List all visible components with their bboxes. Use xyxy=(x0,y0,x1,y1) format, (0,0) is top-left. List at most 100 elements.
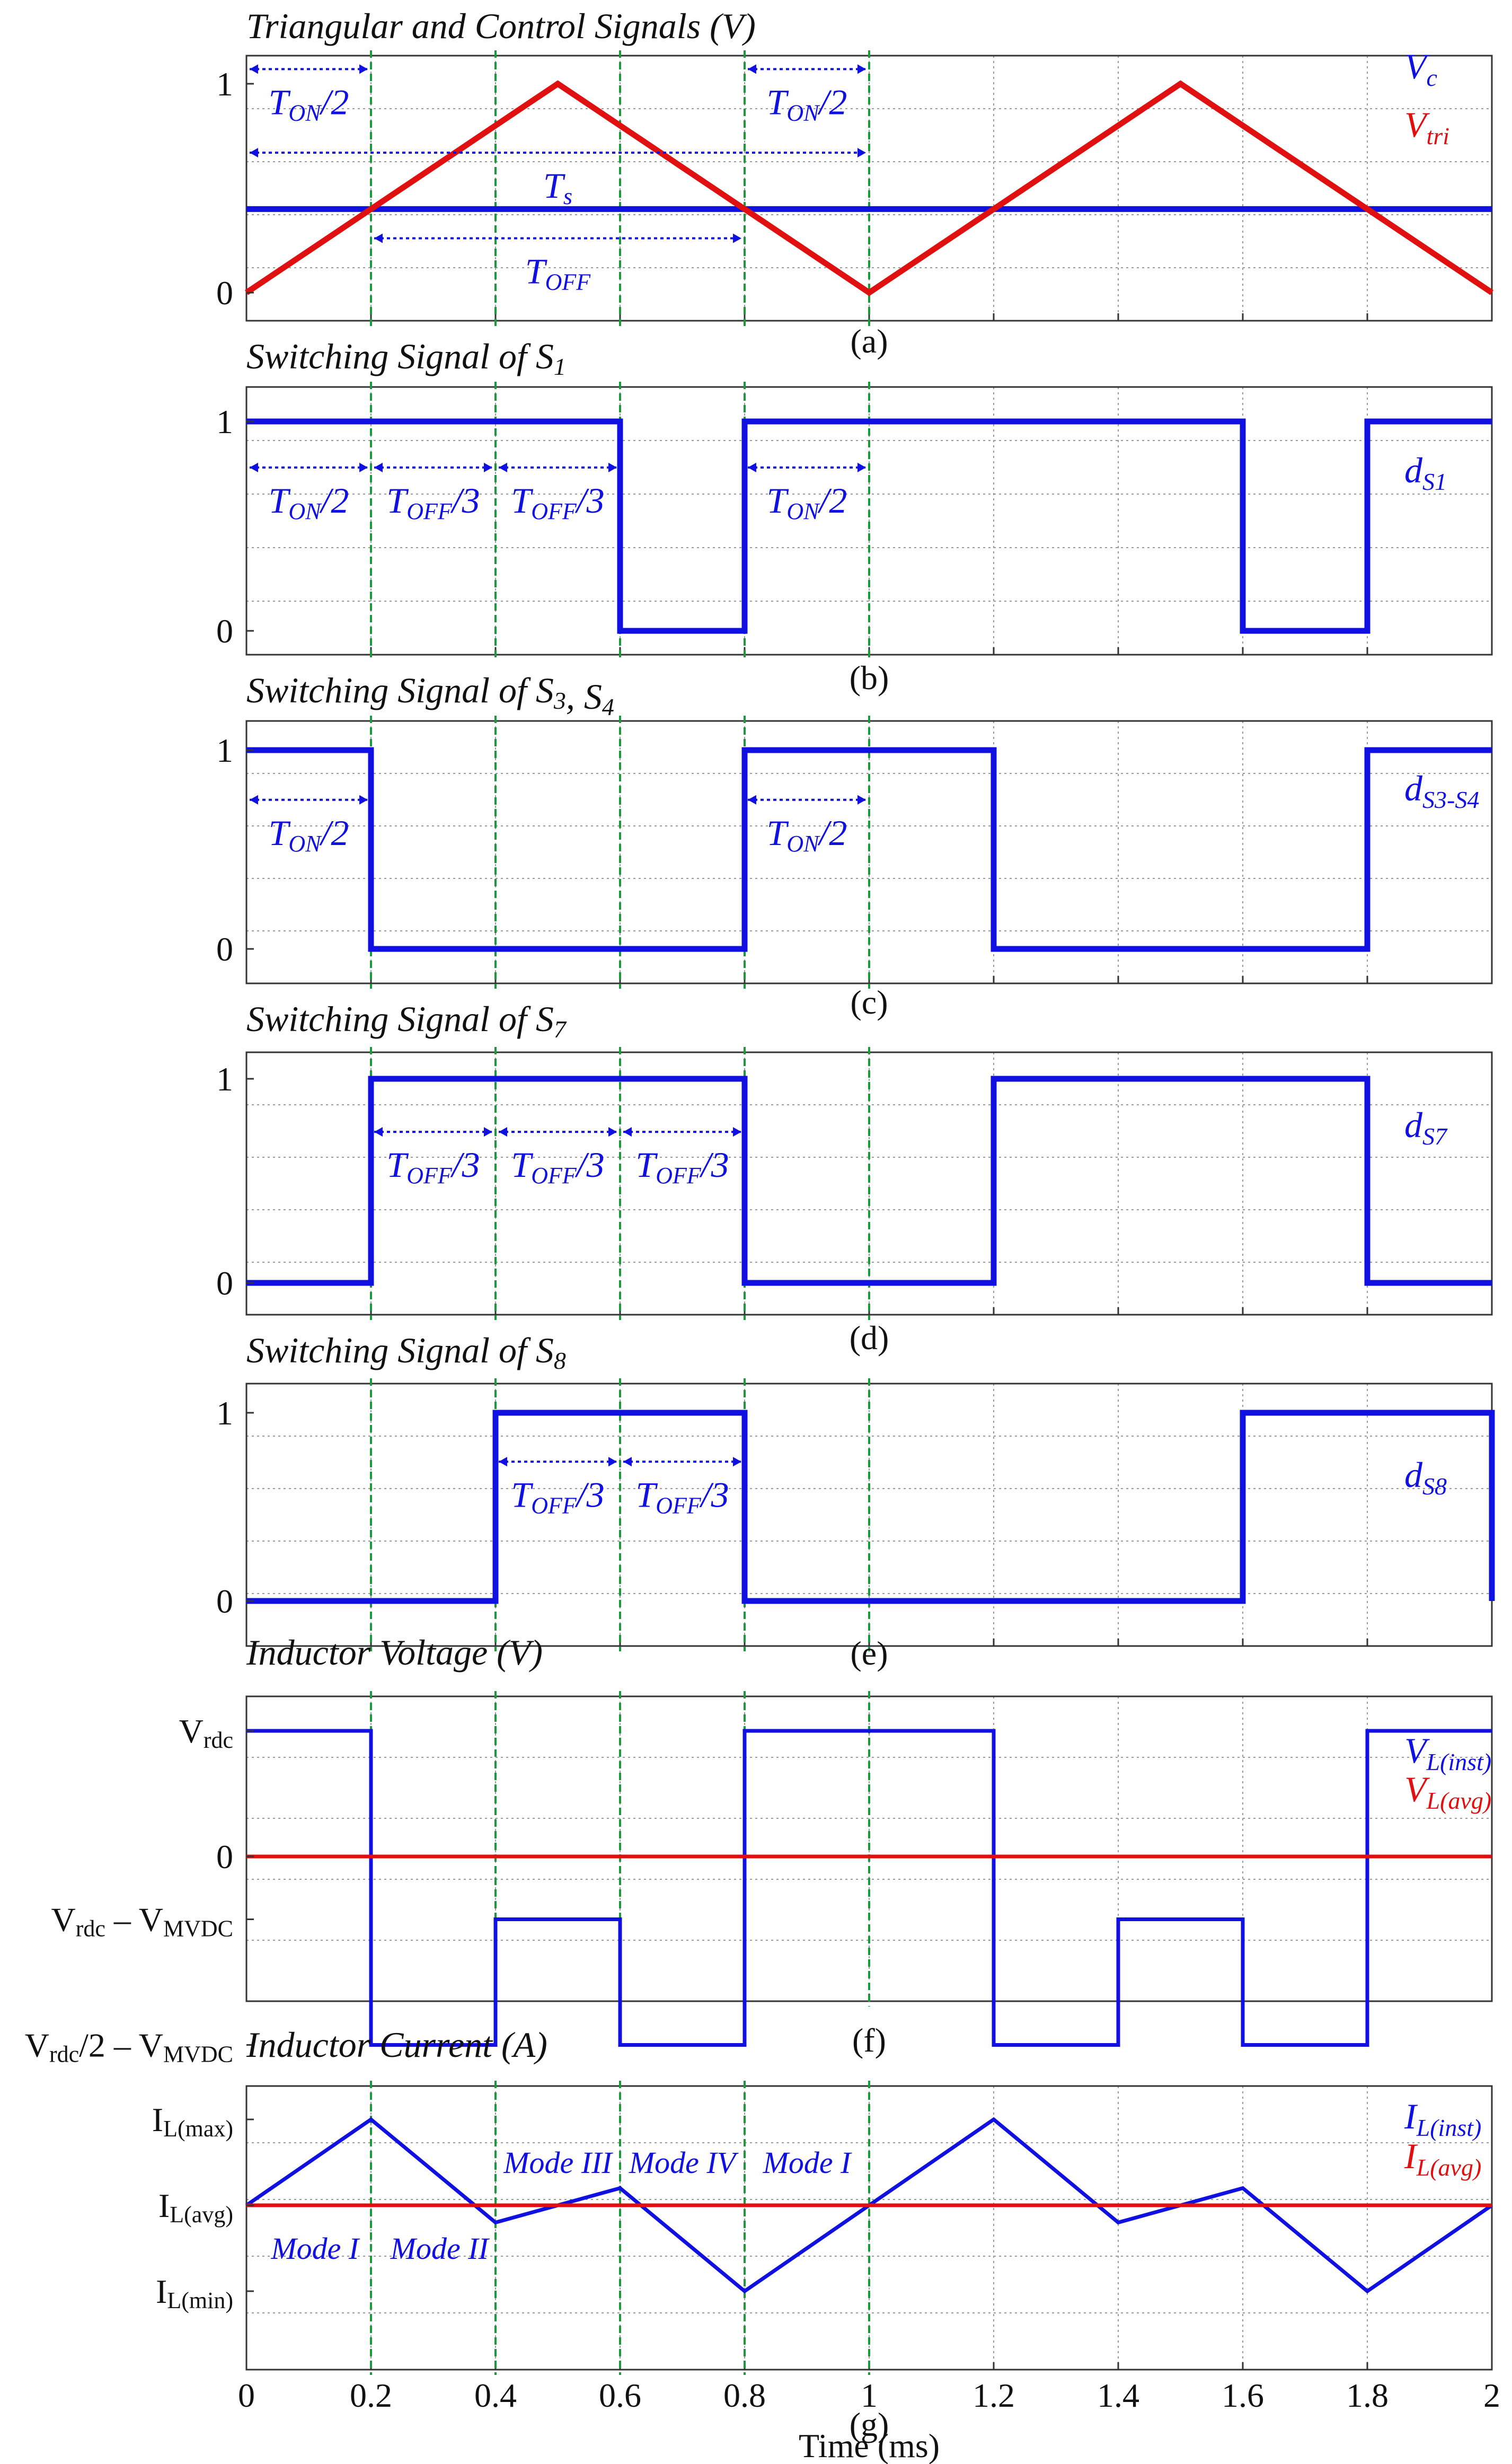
arrow-head xyxy=(250,64,258,74)
mode-label: Mode I xyxy=(763,2145,853,2180)
series-line-d_S1 xyxy=(246,418,1492,634)
panel-c: 0 1 Switching Signal of S3, S4 (c) dS3-S4TON… xyxy=(216,670,1493,1021)
mode-label: Mode I xyxy=(270,2231,360,2266)
interval-label: TOFF/3 xyxy=(386,480,480,524)
arrow-head xyxy=(733,233,741,243)
panel-caption: (g) xyxy=(850,2406,889,2443)
legend-entry: VL(avg) xyxy=(1404,1769,1491,1814)
interval-label: TOFF/3 xyxy=(386,1145,480,1189)
arrow-head xyxy=(608,1127,617,1137)
interval-label: TON/2 xyxy=(767,813,847,857)
y-tick-label: 1 xyxy=(216,732,233,769)
arrow-head xyxy=(374,1127,383,1137)
interval-label: TON/2 xyxy=(269,480,349,524)
arrow-head xyxy=(374,233,383,243)
panel-title: Switching Signal of S7 xyxy=(246,999,567,1043)
panel-title: Inductor Voltage (V) xyxy=(246,1632,543,1673)
y-tick-label: 1 xyxy=(216,1394,233,1432)
arrow-head xyxy=(374,462,383,472)
interval-label: TOFF/3 xyxy=(511,480,604,524)
interval-label: TOFF/3 xyxy=(635,1145,729,1189)
arrow-head xyxy=(250,148,258,158)
arrow-head xyxy=(733,1457,741,1467)
y-tick-label: 1 xyxy=(216,65,233,103)
x-axis-label: Time (ms) xyxy=(799,2427,940,2464)
arrow-head xyxy=(623,1457,632,1467)
y-tick-label: Vrdc/2 – VMVDC xyxy=(25,2027,233,2067)
panel-title: Switching Signal of S3, S4 xyxy=(246,670,614,720)
arrow-head xyxy=(748,462,756,472)
arrow-head xyxy=(484,462,492,472)
y-tick-label: 0 xyxy=(216,1582,233,1620)
x-tick-label: 1.2 xyxy=(972,2377,1015,2414)
y-tick-label: 0 xyxy=(216,612,233,650)
arrow-head xyxy=(499,1127,507,1137)
arrow-head xyxy=(857,148,866,158)
interval-label: TOFF/3 xyxy=(511,1145,604,1189)
x-tick-label: 2 xyxy=(1483,2377,1500,2414)
y-tick-label: 1 xyxy=(216,1060,233,1098)
arrow-head xyxy=(857,462,866,472)
y-tick-label: IL(avg) xyxy=(158,2187,233,2228)
y-tick-label: Vrdc xyxy=(179,1712,233,1753)
interval-label: TON/2 xyxy=(269,813,349,857)
arrow-head xyxy=(608,1457,617,1467)
panel-caption: (a) xyxy=(850,322,888,360)
panel-e: 0 1 Switching Signal of S8 (e) dS8 TOFF/3 TOFF… xyxy=(216,1330,1495,1672)
arrow-head xyxy=(359,795,368,805)
x-tick-label: 0.8 xyxy=(723,2377,766,2414)
series-line-d_S8 xyxy=(246,1410,1495,1604)
legend-entry: IL(inst) xyxy=(1404,2096,1481,2141)
y-tick-label: 0 xyxy=(216,274,233,312)
x-tick-label: 0 xyxy=(238,2377,255,2414)
y-tick-label: 0 xyxy=(216,930,233,968)
legend-entry: dS8 xyxy=(1404,1455,1447,1500)
x-tick-label: 1 xyxy=(861,2377,878,2414)
mode-label: Mode IV xyxy=(629,2145,739,2180)
y-tick-label: 0 xyxy=(216,1838,233,1876)
y-tick-label: 1 xyxy=(216,403,233,441)
panel-title: Switching Signal of S1 xyxy=(246,336,566,380)
interval-label: TON/2 xyxy=(269,82,349,126)
interval-label: TON/2 xyxy=(767,82,847,126)
legend-entry: Vc xyxy=(1404,46,1437,91)
legend-entry: VL(inst) xyxy=(1404,1730,1491,1775)
interval-label: TOFF/3 xyxy=(511,1474,604,1518)
arrow-head xyxy=(359,64,368,74)
arrow-head xyxy=(250,462,258,472)
arrow-head xyxy=(857,64,866,74)
arrow-head xyxy=(857,795,866,805)
panel-caption: (e) xyxy=(850,1634,888,1672)
y-tick-label: IL(min) xyxy=(156,2273,233,2313)
panel-caption: (f) xyxy=(852,2021,886,2059)
x-tick-label: 0.2 xyxy=(350,2377,392,2414)
arrow-head xyxy=(499,462,507,472)
panel-title: Switching Signal of S8 xyxy=(246,1330,566,1374)
legend-entry: dS1 xyxy=(1404,450,1447,495)
x-tick-label: 1.8 xyxy=(1346,2377,1389,2414)
series-line-d_S3-S4 xyxy=(246,747,1492,952)
y-tick-label: IL(max) xyxy=(152,2101,233,2142)
legend-entry: IL(avg) xyxy=(1404,2136,1481,2181)
x-tick-label: 1.4 xyxy=(1097,2377,1139,2414)
arrow-head xyxy=(359,462,368,472)
interval-label: TOFF/3 xyxy=(635,1474,729,1518)
arrow-head xyxy=(608,462,617,472)
series-line-V_L(inst) xyxy=(246,1729,1492,2047)
x-tick-label: 1.6 xyxy=(1222,2377,1264,2414)
legend-entry: dS3-S4 xyxy=(1404,768,1479,813)
series-line-d_S7 xyxy=(246,1076,1492,1286)
panel-title: Inductor Current (A) xyxy=(246,2025,547,2065)
x-tick-label: 0.4 xyxy=(474,2377,517,2414)
legend-entry: dS7 xyxy=(1404,1105,1448,1150)
arrow-head xyxy=(748,64,756,74)
panel-caption: (d) xyxy=(850,1319,889,1357)
arrow-head xyxy=(733,1127,741,1137)
interval-label: Ts xyxy=(543,165,572,209)
y-tick-label: Vrdc – VMVDC xyxy=(51,1901,234,1942)
panel-caption: (c) xyxy=(850,983,888,1021)
arrow-head xyxy=(484,1127,492,1137)
